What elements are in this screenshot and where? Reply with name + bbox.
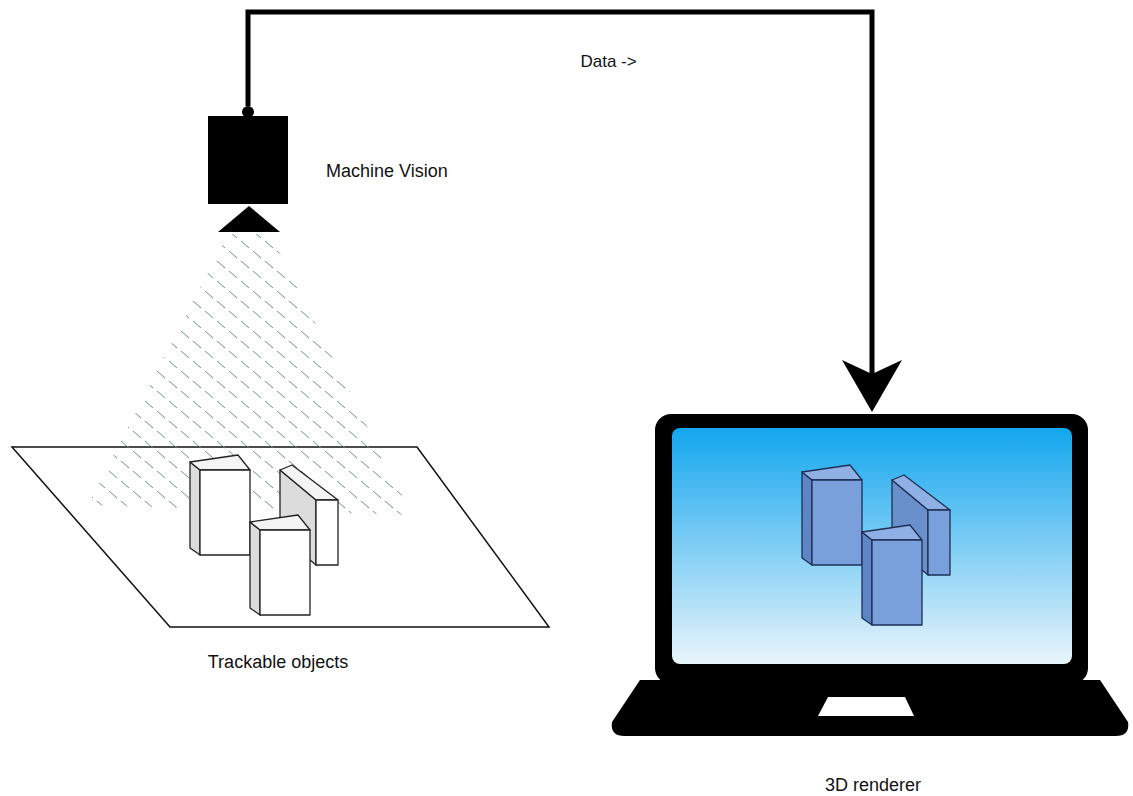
laptop-base: [612, 680, 1129, 736]
camera-lens: [218, 206, 280, 232]
renderer-node: 3D renderer: [612, 412, 1133, 792]
connector-line: [248, 12, 872, 374]
node-label: 3D renderer: [825, 774, 921, 796]
tracking-area-node: Trackable objects: [12, 447, 549, 677]
physical-objects: [190, 455, 338, 615]
data-connector: [248, 12, 902, 412]
node-label: Trackable objects: [208, 651, 348, 673]
tracking-plane: [12, 447, 549, 627]
node-label: Machine Vision: [326, 160, 448, 182]
arrow-head: [842, 360, 902, 412]
laptop-screen: [672, 428, 1072, 664]
camera-node: Machine Vision: [205, 106, 505, 234]
laptop-screen-frame: [655, 414, 1088, 684]
edge-label: Data ->: [577, 52, 639, 72]
camera-body: [208, 116, 288, 204]
rendered-objects: [802, 465, 950, 625]
laptop-trackpad: [818, 697, 914, 716]
